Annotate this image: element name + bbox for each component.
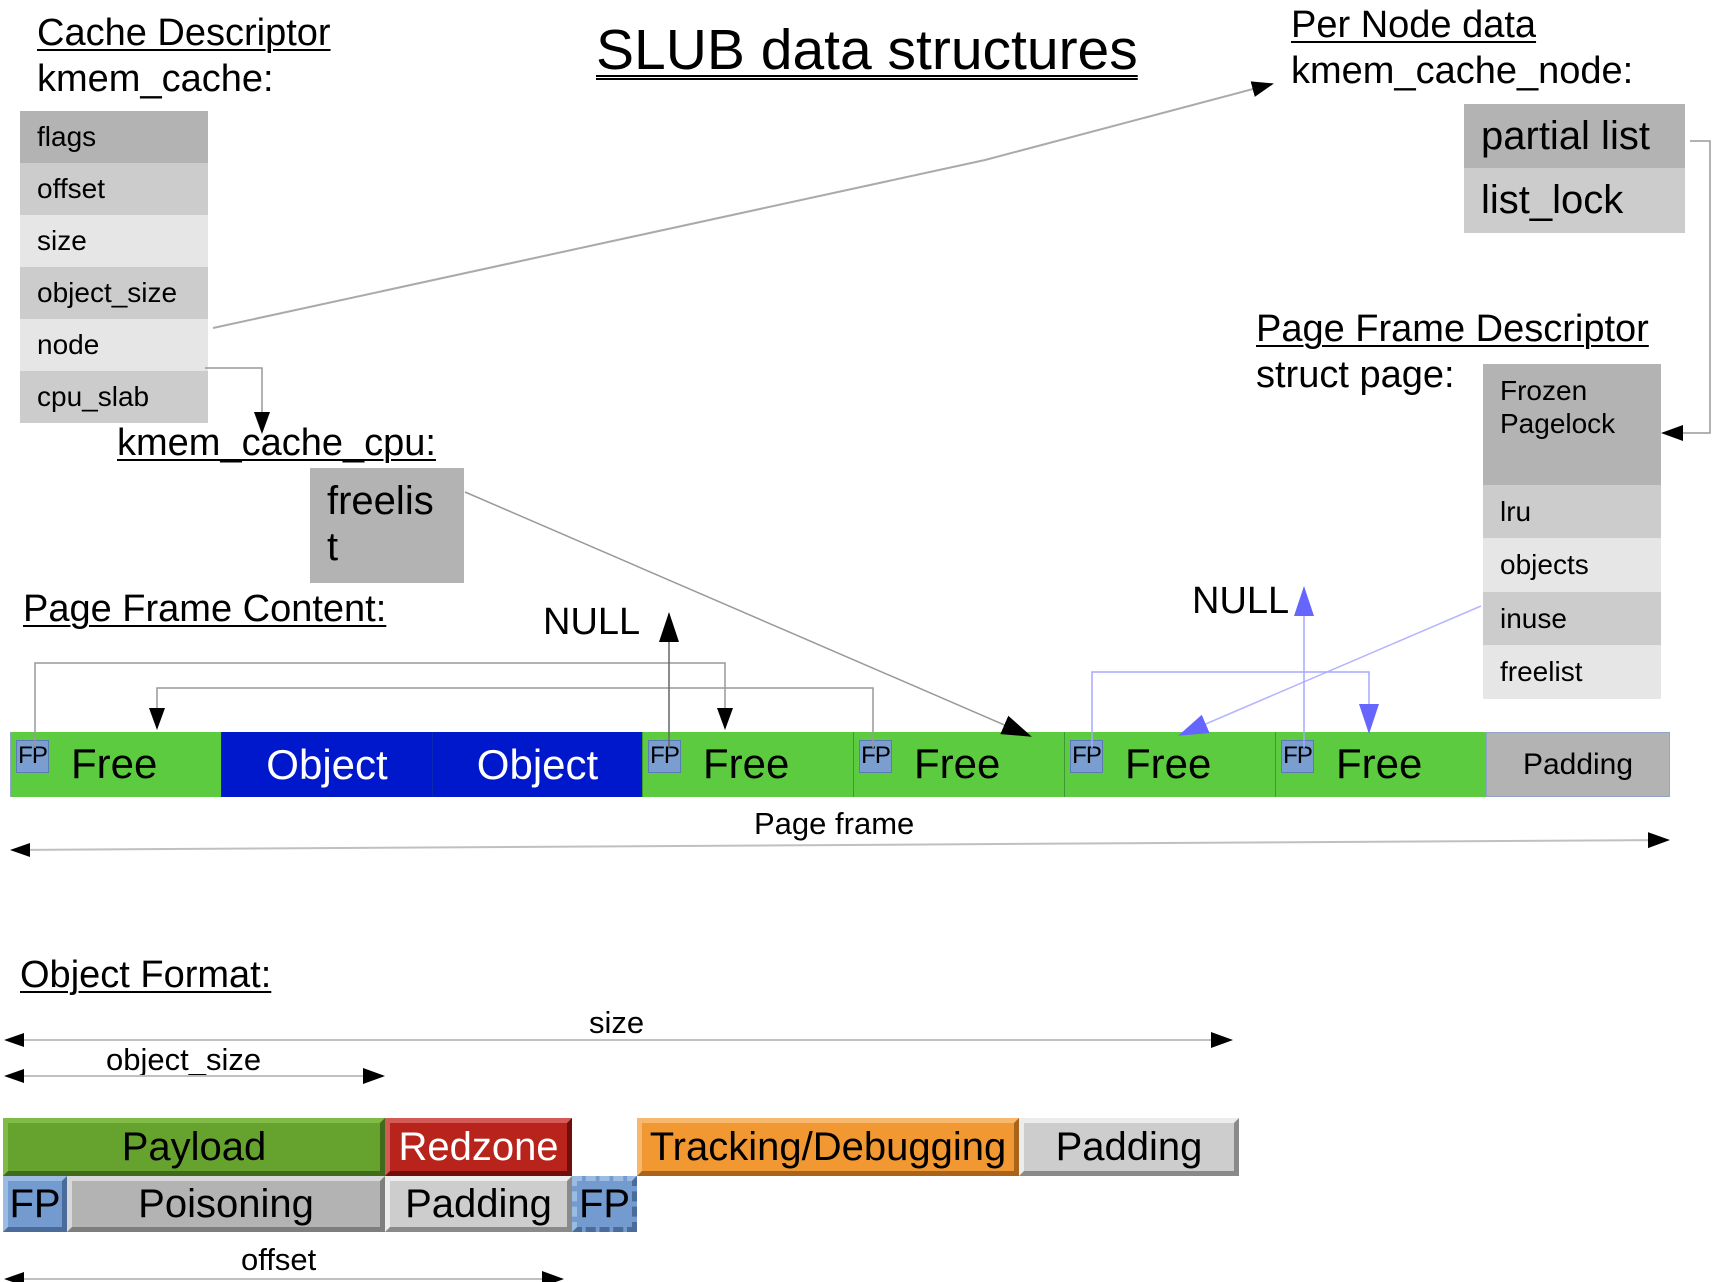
free-pointer: FP — [1070, 740, 1103, 773]
poisoning-block: Poisoning — [67, 1176, 385, 1232]
segment-label: Object — [476, 740, 599, 788]
node-to-kmem-cache-node-arrow — [212, 81, 1274, 329]
field-list-lock: list_lock — [1464, 168, 1685, 233]
kmem-cache-cpu-label: kmem_cache_cpu: — [117, 422, 436, 464]
field-lru: lru — [1483, 485, 1661, 538]
field-partial-list: partial list — [1464, 104, 1685, 168]
segment-label: Padding — [1522, 747, 1634, 781]
object-size-arrow-left-head — [4, 1069, 24, 1083]
free-pointer: FP — [859, 740, 892, 773]
offset-label: offset — [241, 1242, 317, 1277]
offset-arrow-left-head — [4, 1272, 24, 1282]
field-inuse: inuse — [1483, 592, 1661, 645]
segment-label: Free — [1125, 740, 1212, 787]
segment-object-1: Object — [221, 732, 432, 797]
field-offset: offset — [20, 163, 208, 215]
field-object-size: object_size — [20, 267, 208, 319]
segment-free-1: FP Free — [10, 732, 221, 797]
field-cpu-slab: cpu_slab — [20, 371, 208, 423]
size-label: size — [589, 1005, 645, 1040]
segment-free-3: FP Free — [853, 732, 1064, 797]
segment-free-2: FP Free — [642, 732, 853, 797]
segment-padding: Padding — [1486, 732, 1670, 797]
field-frozen-pagelock: Frozen Pagelock — [1483, 364, 1661, 485]
struct-page-label: struct page: — [1256, 354, 1455, 396]
segment-label: Free — [71, 740, 158, 787]
redzone-block: Redzone — [385, 1118, 572, 1176]
page-freelist-to-free-object-arrow — [1178, 605, 1482, 736]
field-page-freelist: freelist — [1483, 645, 1661, 699]
object-format-heading: Object Format: — [20, 954, 272, 996]
field-cpu-freelist: freelis t — [310, 468, 464, 583]
segment-label: Free — [1336, 740, 1423, 787]
diagram-title: SLUB data structures — [596, 18, 1138, 82]
free-pointer: FP — [16, 740, 49, 773]
per-node-heading: Per Node data — [1291, 4, 1537, 46]
cache-descriptor-heading: Cache Descriptor — [37, 12, 331, 54]
tracking-debugging-block: Tracking/Debugging — [637, 1118, 1019, 1176]
segment-label: Free — [914, 740, 1001, 787]
kmem-cache-node-label: kmem_cache_node: — [1291, 50, 1634, 92]
padding-block-tail: Padding — [1019, 1118, 1239, 1176]
page-frame-descriptor-heading: Page Frame Descriptor — [1256, 308, 1649, 350]
kmem-cache-label: kmem_cache: — [37, 58, 274, 100]
field-size: size — [20, 215, 208, 267]
field-flags: flags — [20, 111, 208, 163]
segment-label: Object — [266, 740, 388, 788]
page-frame-span-label: Page frame — [754, 806, 915, 841]
padding-block-redzone: Padding — [385, 1176, 572, 1232]
page-frame-content-heading: Page Frame Content: — [23, 588, 387, 630]
fp-block-offset: FP — [572, 1176, 637, 1232]
payload-block: Payload — [3, 1118, 385, 1176]
segment-free-5: FP Free — [1275, 732, 1486, 797]
page-frame-span-arrow-left-head — [10, 843, 30, 857]
null-label-2: NULL — [1192, 580, 1290, 622]
free-pointer: FP — [1281, 740, 1314, 773]
segment-free-4: FP Free — [1064, 732, 1275, 797]
field-objects: objects — [1483, 538, 1661, 592]
object-size-label: object_size — [106, 1042, 262, 1077]
segment-object-2: Object — [432, 732, 642, 797]
free-pointer: FP — [648, 740, 681, 773]
null-label-1: NULL — [543, 601, 641, 643]
segment-label: Free — [703, 740, 790, 787]
fp-block-start: FP — [3, 1176, 67, 1232]
size-arrow-left-head — [4, 1033, 24, 1047]
field-node: node — [20, 319, 208, 371]
